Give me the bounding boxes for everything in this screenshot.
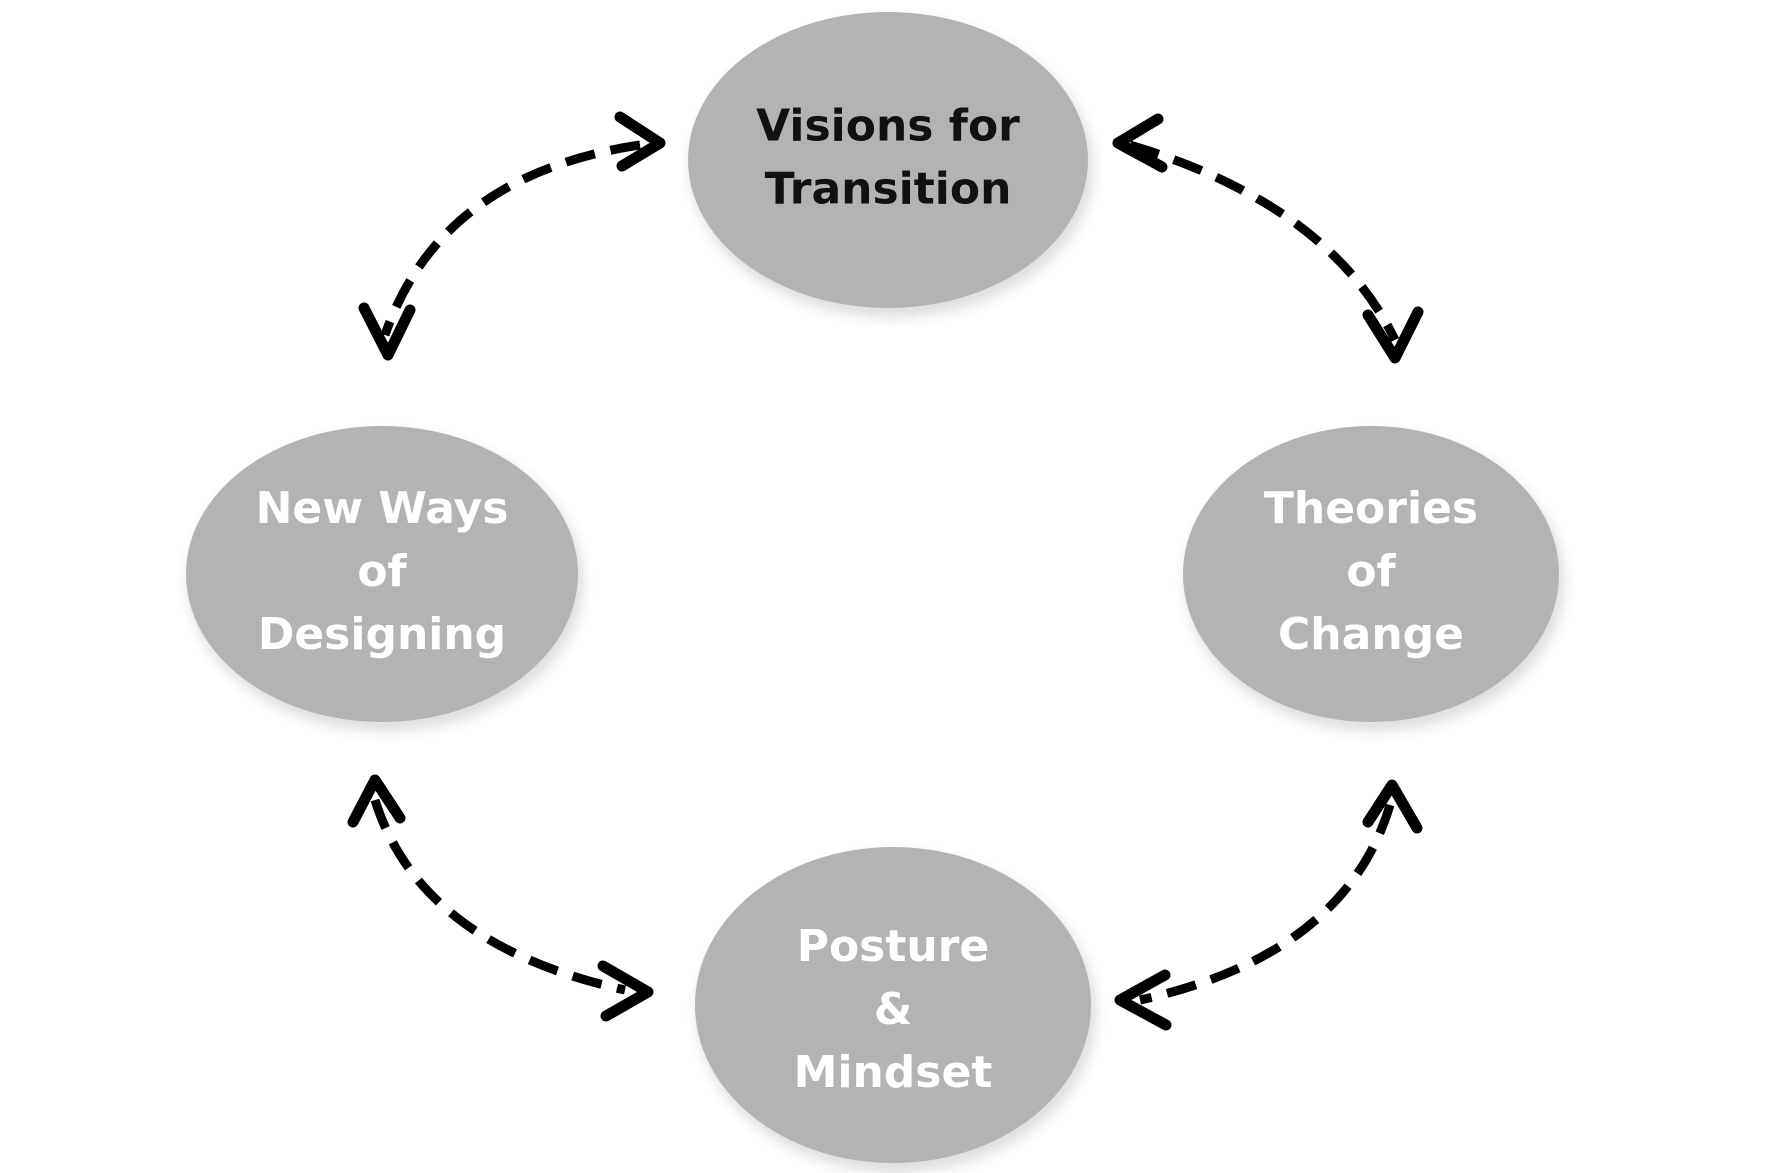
connector-theories-posture (1139, 803, 1395, 1005)
node-theories-line-2: Change (1278, 609, 1464, 660)
node-theories-line-1: of (1346, 546, 1396, 597)
node-posture-line-2: Mindset (794, 1047, 993, 1098)
node-new-ways-line-2: Designing (258, 609, 506, 660)
node-theories-line-0: Theories (1264, 483, 1478, 534)
node-posture-line-0: Posture (797, 921, 990, 972)
node-posture: Posture & Mindset (695, 847, 1097, 1173)
arrowhead-to-posture-right (1114, 969, 1172, 1031)
connector-new-ways-posture (370, 798, 626, 995)
node-posture-label: Posture & Mindset (794, 921, 993, 1098)
arrowhead-to-theories-bottom (1362, 779, 1423, 834)
arrowhead-to-visions-right (1112, 113, 1168, 173)
arrowhead-to-visions-left (614, 111, 666, 172)
node-new-ways-line-1: of (357, 546, 407, 597)
arrowhead-to-new-ways-top (358, 302, 416, 361)
connector-visions-new-ways (380, 140, 641, 337)
arrowhead-to-theories-top (1362, 306, 1424, 364)
arrowhead-to-new-ways-bottom (347, 774, 406, 828)
arrowhead-to-posture-left (597, 960, 654, 1022)
connector-visions-theories (1128, 140, 1400, 342)
node-visions-line-0: Visions for (756, 101, 1020, 152)
node-visions-line-1: Transition (765, 164, 1012, 215)
node-posture-line-1: & (874, 984, 912, 1035)
node-new-ways-line-0: New Ways (256, 483, 509, 534)
